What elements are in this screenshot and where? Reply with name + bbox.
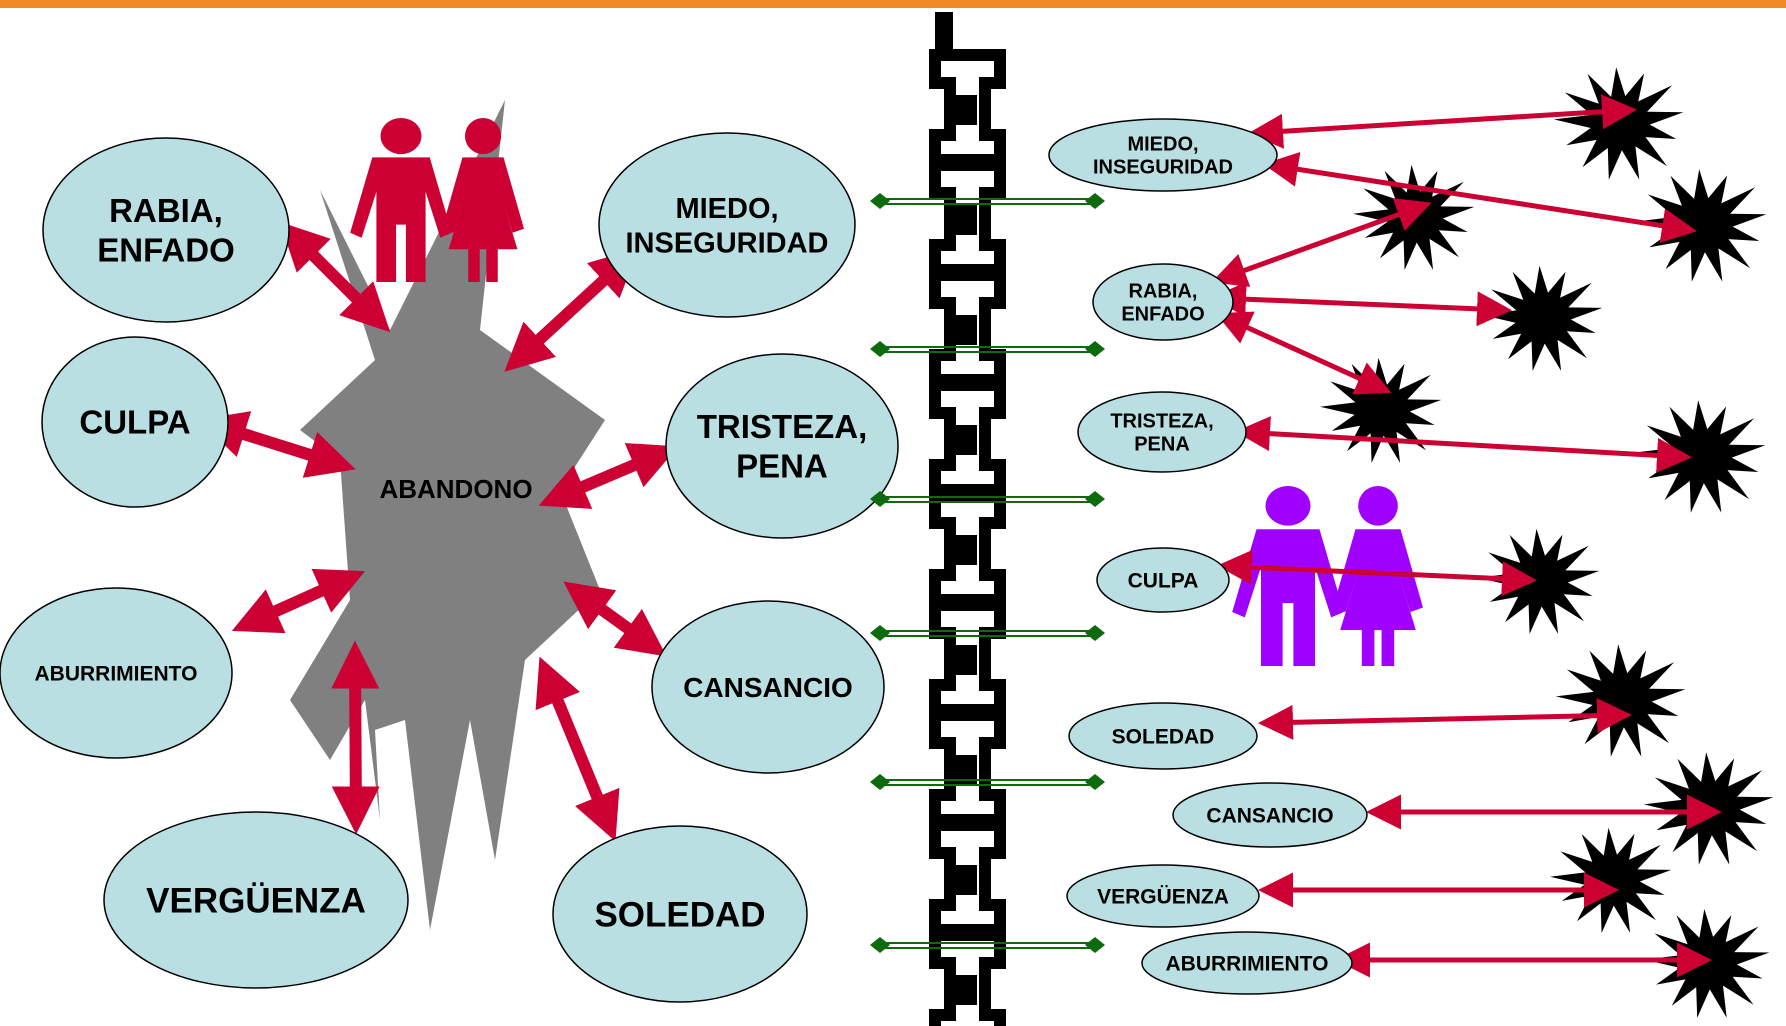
bubble-label: RABIA, [1129,281,1198,303]
explosion-icon [1643,752,1774,865]
bubble-shape [1077,391,1247,473]
double-arrow [538,443,679,509]
bubble-shape [665,353,899,539]
left-bubble: SOLEDAD [552,825,808,1003]
double-arrow [198,411,356,478]
top-border [0,0,1786,8]
left-bubble: CULPA [41,336,229,508]
bubble-label: CULPA [79,404,190,441]
bubble-label: VERGÜENZA [1097,885,1229,908]
explosion-icon [1481,265,1603,371]
explosion-icon [1553,67,1684,180]
right-bubble: VERGÜENZA [1066,864,1260,928]
bubble-shape [0,587,233,759]
explosion-icon [1643,909,1770,1018]
couple-icon [350,118,524,282]
double-arrow [504,248,639,372]
bubble-label: ENFADO [1121,304,1204,326]
bubble-label: VERGÜENZA [146,881,366,920]
double-arrow [1263,151,1697,244]
left-bubble: RABIA,ENFADO [42,137,290,323]
left-bubble: VERGÜENZA [103,811,409,989]
bubble-shape [651,600,885,774]
bubble-shape [41,336,229,508]
chain-rung [870,774,1105,790]
right-bubble: MIEDO,INSEGURIDAD [1048,118,1278,192]
explosion-icon [1635,400,1766,513]
chain-rung [870,193,1105,209]
chain-rung [870,937,1105,953]
right-arrows [1211,94,1722,978]
left-bubble: ABURRIMIENTO [0,587,233,759]
bubble-label: ABURRIMIENTO [35,662,198,685]
right-bubble: SOLEDAD [1068,702,1258,770]
bubble-shape [1048,118,1278,192]
double-arrow [1217,549,1537,597]
left-bubble: MIEDO,INSEGURIDAD [598,132,856,318]
double-arrow [563,581,667,657]
bubble-shape [1092,263,1234,341]
right-bubble: RABIA,ENFADO [1092,263,1234,341]
double-arrow [331,640,380,835]
right-bubble: TRISTEZA,PENA [1077,391,1247,473]
explosion-icon [1320,357,1442,463]
bubble-label: CANSANCIO [683,672,853,703]
bubble-label: INSEGURIDAD [1093,157,1233,179]
chain-rungs [870,193,1105,953]
center-label: ABANDONO [379,474,532,504]
chain-rung [870,491,1105,507]
bubble-label: SOLEDAD [594,895,765,934]
chain-rung [870,341,1105,357]
explosion-icon [1555,644,1686,757]
bubble-label: ABURRIMIENTO [1166,952,1329,975]
left-bubble: TRISTEZA,PENA [665,353,899,539]
bubble-shape [1066,864,1260,928]
bubble-label: PENA [736,447,828,484]
bubble-shape [103,811,409,989]
double-arrow [1248,94,1637,149]
bubble-shape [552,825,808,1003]
chain-icon [929,12,1006,1026]
right-bubble: ABURRIMIENTO [1141,931,1353,995]
double-arrow [279,221,391,333]
bubble-shape [1068,702,1258,770]
left-arrows [198,221,679,842]
bubble-label: PENA [1134,434,1190,456]
bubble-shape [1172,782,1368,848]
bubble-shape [1096,547,1230,613]
explosion-icon [1478,528,1600,634]
double-arrow [1258,698,1632,740]
bubble-label: SOLEDAD [1112,725,1215,748]
bubble-label: CULPA [1128,569,1199,592]
right-bubbles: MIEDO,INSEGURIDAD RABIA,ENFADO TRISTEZA,PE… [1048,118,1368,995]
bubble-shape [1141,931,1353,995]
double-arrow [535,656,620,842]
bubble-shape [598,132,856,318]
left-bubble: CANSANCIO [651,600,885,774]
explosion-icon [1550,827,1672,933]
bubble-shape [42,137,290,323]
left-bubbles: RABIA,ENFADO MIEDO,INSEGURIDAD CULPA TRISTE… [0,132,899,1003]
bubble-label: ENFADO [97,231,235,268]
bubble-label: TRISTEZA, [1110,411,1213,433]
right-bubble: CULPA [1096,547,1230,613]
bubble-label: MIEDO, [1127,134,1198,156]
double-arrow [231,568,366,634]
bubble-label: INSEGURIDAD [625,228,828,260]
bubble-label: RABIA, [109,192,223,229]
double-arrow [1211,281,1512,327]
bubble-label: CANSANCIO [1206,804,1333,827]
double-arrow [1235,416,1692,473]
right-bubble: CANSANCIO [1172,782,1368,848]
chain-rung [870,625,1105,641]
explosion-icon [1636,169,1767,282]
bubble-label: TRISTEZA, [697,408,868,445]
bubble-label: MIEDO, [675,193,778,225]
double-arrow [1215,311,1392,395]
double-arrow [1211,198,1432,287]
